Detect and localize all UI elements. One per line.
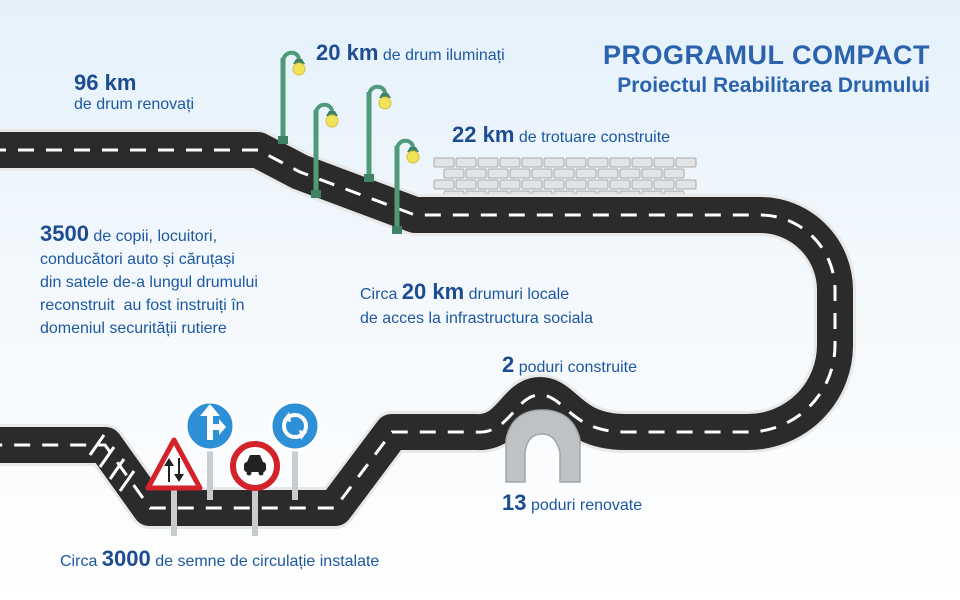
brick: [477, 179, 499, 190]
brick: [609, 179, 631, 190]
stat-text: de trotuare construite: [518, 129, 671, 146]
brick: [609, 157, 631, 168]
program-title: PROGRAMUL COMPACT: [603, 40, 930, 70]
brick: [521, 157, 543, 168]
project-subtitle: Proiectul Reabilitarea Drumului: [617, 74, 930, 97]
brick: [433, 179, 455, 190]
brick: [455, 179, 477, 190]
brick: [631, 179, 653, 190]
brick: [653, 157, 675, 168]
stat-value: 22 km: [452, 122, 515, 147]
brick: [631, 157, 653, 168]
stat-value: 20 km: [316, 40, 379, 65]
brick: [565, 157, 587, 168]
brick: [531, 168, 553, 179]
stat-text-line: de acces la infrastructura sociala: [360, 310, 593, 327]
brick: [455, 157, 477, 168]
road: [0, 129, 856, 529]
stat-text-line: din satele de-a lungul drumului: [40, 274, 258, 291]
brick-sidewalk-icon: [433, 157, 697, 201]
stat-value: 13: [502, 490, 527, 515]
brick: [675, 179, 697, 190]
brick: [465, 168, 487, 179]
brick: [565, 179, 587, 190]
crosswalk: [88, 434, 136, 492]
stat-prefix: Circa: [360, 286, 398, 303]
brick: [653, 179, 675, 190]
stat-lighting: 20 km de drum iluminați: [316, 42, 505, 67]
stat-text: de copii, locuitori,: [93, 228, 218, 245]
stat-text: de drum renovați: [74, 96, 195, 113]
stat-value: 96 km: [74, 70, 137, 95]
brick: [641, 168, 663, 179]
warning-triangle-sign-icon: [145, 437, 203, 491]
street-lamp-icon: [278, 50, 420, 234]
street-lamp: [392, 138, 420, 234]
street-lamp: [364, 84, 392, 182]
brick: [433, 157, 455, 168]
brick: [597, 168, 619, 179]
brick: [543, 179, 565, 190]
stat-text: poduri construite: [518, 359, 637, 376]
brick: [487, 168, 509, 179]
stat-training: 3500 de copii, locuitori, conducători au…: [40, 222, 258, 340]
stat-text-line: domeniul securității rutiere: [40, 320, 227, 337]
brick: [587, 179, 609, 190]
stat-text: drumuri locale: [468, 286, 570, 303]
stat-sidewalks: 22 km de trotuare construite: [452, 124, 670, 149]
brick: [619, 168, 641, 179]
brick: [509, 168, 531, 179]
stat-text: de semne de circulație instalate: [155, 553, 380, 570]
brick: [663, 168, 685, 179]
stat-road-signs: Circa 3000 de semne de circulație instal…: [60, 548, 379, 573]
brick: [443, 168, 465, 179]
stat-text-line: reconstruit au fost instruiți în: [40, 297, 245, 314]
stat-value: 3500: [40, 221, 89, 246]
stat-text-line: conducători auto și căruțași: [40, 251, 235, 268]
stat-value: 3000: [101, 546, 151, 571]
stat-bridges-renovated: 13 poduri renovate: [502, 492, 642, 517]
no-overtaking-sign-icon: [230, 441, 280, 491]
brick: [575, 168, 597, 179]
stat-text: de drum iluminați: [382, 47, 505, 64]
brick: [553, 168, 575, 179]
stat-bridges-built: 2 poduri construite: [502, 354, 637, 379]
brick: [543, 157, 565, 168]
direction-arrow-sign-icon: [184, 400, 236, 452]
brick: [587, 157, 609, 168]
stat-roads-renovated: 96 km de drum renovați: [74, 72, 194, 116]
stat-local-roads: Circa 20 km drumuri locale de acces la i…: [360, 280, 593, 331]
stat-value: 2: [502, 352, 515, 377]
brick: [675, 157, 697, 168]
road-signs: [145, 400, 321, 536]
stat-value: 20 km: [401, 279, 465, 304]
stat-prefix: Circa: [60, 553, 98, 570]
street-lamp: [311, 102, 339, 198]
brick: [521, 179, 543, 190]
brick: [499, 179, 521, 190]
brick: [499, 157, 521, 168]
brick: [477, 157, 499, 168]
roundabout-sign-icon: [269, 400, 321, 452]
street-lamp: [278, 50, 306, 144]
bridge-arch-icon: [505, 409, 581, 483]
stat-text: poduri renovate: [530, 497, 643, 514]
